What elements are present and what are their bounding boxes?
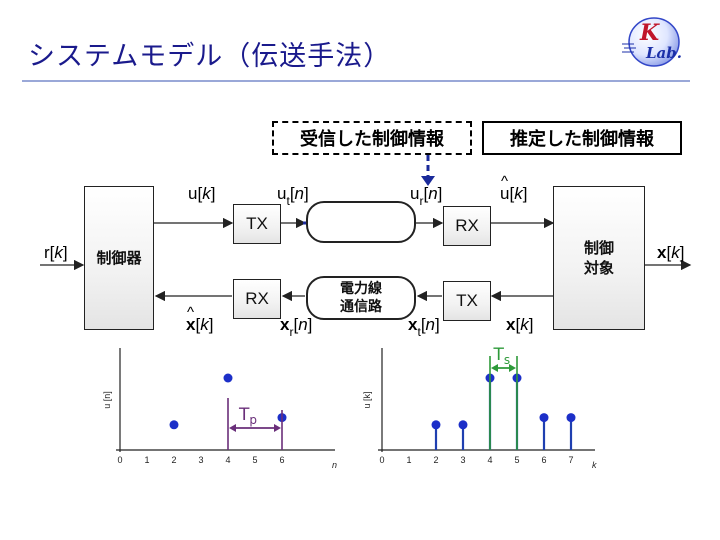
stem-point [566, 413, 576, 423]
tick-label: 5 [252, 455, 257, 465]
received-info-label: 受信した制御情報 [300, 129, 444, 150]
channel-bottom-pipe: 電力線 通信路 [306, 276, 416, 320]
tick-label: 4 [225, 455, 230, 465]
plot-received-samples: u [k] k 0 1 2 3 4 5 6 7 Ts [362, 345, 597, 470]
plot-transmitted-samples: u [n] n 0 1 2 3 4 5 6 Tp [102, 348, 337, 470]
y-axis-label: u [k] [362, 391, 372, 408]
tick-label: 2 [171, 455, 176, 465]
interval-arrowhead-right [274, 424, 281, 432]
interval-arrowhead-left [491, 364, 498, 372]
svg-text:Lab.: Lab. [645, 44, 682, 62]
signal-uhat-k: ^u[k] [500, 173, 528, 203]
tick-label: 1 [144, 455, 149, 465]
callout-pointer-arrow [421, 176, 435, 186]
signal-x-k-right: x[k] [657, 243, 685, 262]
tick-label: 3 [460, 455, 465, 465]
estimated-info-label: 推定した制御情報 [510, 129, 654, 150]
rx-bottom-label: RX [245, 289, 269, 308]
tx-top-block: TX [233, 204, 281, 244]
tick-label: 2 [433, 455, 438, 465]
controller-label: 制御器 [96, 249, 142, 267]
rx-top-label: RX [455, 216, 479, 235]
tick-label: 5 [514, 455, 519, 465]
tick-label: 3 [198, 455, 203, 465]
interval-label: Tp [238, 405, 257, 427]
interval-label: Ts [493, 345, 511, 367]
signal-xt-n: xt[n] [408, 315, 440, 339]
signal-xhat-k: ^x[k] [186, 304, 214, 334]
signal-u-k: u[k] [188, 184, 216, 203]
y-axis-label: u [n] [102, 391, 112, 409]
title-underline [22, 80, 690, 82]
plant-block: 制御 対象 [553, 186, 645, 330]
page-title: システムモデル（伝送手法） [28, 41, 392, 72]
tick-label: 0 [379, 455, 384, 465]
tick-label: 6 [541, 455, 546, 465]
signal-x-k-bottom: x[k] [506, 315, 534, 334]
forward-wires [40, 217, 692, 271]
stem-point [458, 420, 468, 430]
plant-label-line2: 対象 [583, 259, 614, 277]
stem-point [169, 420, 179, 430]
rx-bottom-block: RX [233, 279, 281, 319]
rx-top-block: RX [443, 206, 491, 246]
interval-label-subscript: s [504, 353, 510, 367]
signal-r-k: r[k] [44, 243, 68, 262]
received-info-callout: 受信した制御情報 [272, 121, 472, 155]
signal-ut-n: ut[n] [277, 184, 309, 208]
tx-top-label: TX [246, 214, 268, 233]
plant-label-line1: 制御 [583, 239, 614, 257]
svg-text:K: K [639, 20, 660, 46]
stem-point [223, 373, 233, 383]
channel-label-line2: 通信路 [340, 299, 382, 315]
x-axis-label: n [332, 460, 337, 470]
interval-arrowhead-left [229, 424, 236, 432]
tx-bottom-label: TX [456, 291, 478, 310]
tx-bottom-block: TX [443, 281, 491, 321]
tick-label: 0 [117, 455, 122, 465]
tick-label: 4 [487, 455, 492, 465]
interval-arrowhead-right [509, 364, 516, 372]
interval-label-subscript: p [249, 413, 257, 427]
stem-point [539, 413, 549, 423]
channel-label-line1: 電力線 [340, 281, 382, 297]
tick-label: 7 [568, 455, 573, 465]
tick-label: 6 [279, 455, 284, 465]
controller-block: 制御器 [84, 186, 154, 330]
signal-xr-n: xr[n] [280, 315, 313, 339]
signal-ur-n: ur[n] [410, 184, 443, 208]
x-axis-label: k [592, 460, 597, 470]
tick-label: 1 [406, 455, 411, 465]
stem-point [431, 420, 441, 430]
channel-top-pipe [306, 201, 416, 243]
k-lab-logo: K Lab. [622, 17, 682, 67]
estimated-info-callout: 推定した制御情報 [482, 121, 682, 155]
